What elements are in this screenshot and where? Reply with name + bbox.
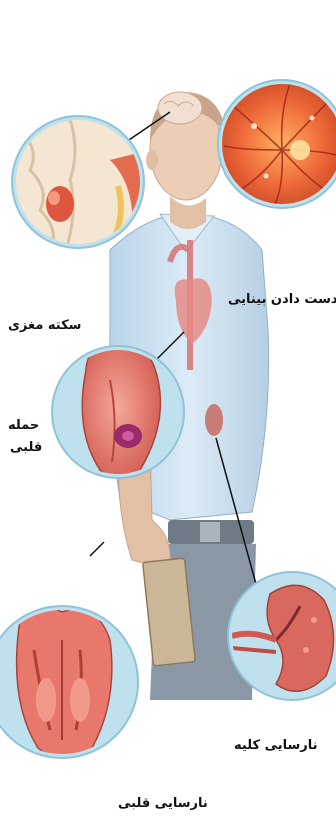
vision-loss-inset xyxy=(218,80,336,210)
heart-failure-inset xyxy=(0,582,138,759)
brain-in-head xyxy=(158,92,202,124)
label-heart-attack-2: قلبی xyxy=(10,440,42,455)
label-vision-loss: دست دادن بینایی xyxy=(228,292,336,307)
label-heart-failure: نارسایی قلبی xyxy=(118,796,208,811)
label-stroke: سکته مغزی xyxy=(8,318,81,333)
kidney-on-body xyxy=(205,404,223,436)
label-heart-attack-1: حمله xyxy=(8,418,39,433)
label-kidney-failure: نارسایی کلیه xyxy=(234,738,318,753)
